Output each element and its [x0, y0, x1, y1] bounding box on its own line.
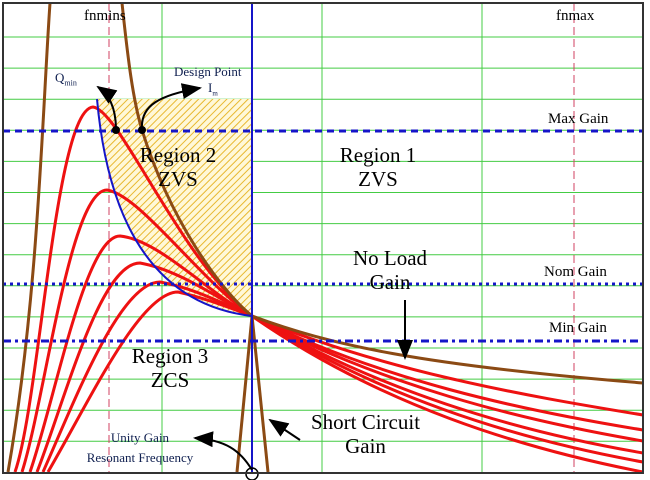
region-1-mode: ZVS	[358, 167, 398, 191]
no-load-gain-curve	[251, 314, 644, 385]
design-point-label: Design Point	[174, 64, 242, 79]
limit-curves	[6, 2, 644, 473]
grid-lines	[3, 3, 643, 473]
fnmax-label: fnmax	[556, 8, 595, 24]
nom-gain-label: Nom Gain	[544, 264, 607, 280]
short-circuit-curve-left	[235, 315, 254, 473]
unity-gain-line1: Unity Gain	[110, 430, 170, 445]
no-load-left-curve	[6, 2, 52, 473]
plot-frame	[2, 2, 644, 474]
min-gain-label: Min Gain	[549, 320, 607, 336]
unity-gain-line2: Resonant Frequency	[86, 450, 194, 465]
short-circuit-curve-right	[250, 315, 270, 473]
region-3-mode: ZCS	[150, 368, 190, 392]
max-gain-label: Max Gain	[548, 111, 609, 127]
region-1-name: Region 1	[339, 143, 417, 167]
region-2-name: Region 2	[139, 143, 217, 167]
design-point-current-label: Im	[208, 80, 218, 98]
no-load-line2: Gain	[369, 270, 411, 294]
qmin-label: Qmin	[55, 70, 77, 88]
annotation-arrows	[96, 83, 413, 471]
no-load-line1: No Load	[352, 246, 428, 270]
zvs-zcs-boundary	[96, 98, 253, 317]
current-sub: m	[212, 89, 218, 98]
short-circuit-line2: Gain	[345, 434, 386, 458]
region-2-mode: ZVS	[158, 167, 198, 191]
qmin-sub: min	[64, 78, 77, 88]
region-3-name: Region 3	[131, 344, 209, 368]
qmin-text: Q	[55, 70, 65, 85]
fnmins-label: fnmins	[84, 8, 126, 24]
short-circuit-line1: Short Circuit	[310, 410, 421, 434]
current-symbol: I	[208, 80, 213, 95]
